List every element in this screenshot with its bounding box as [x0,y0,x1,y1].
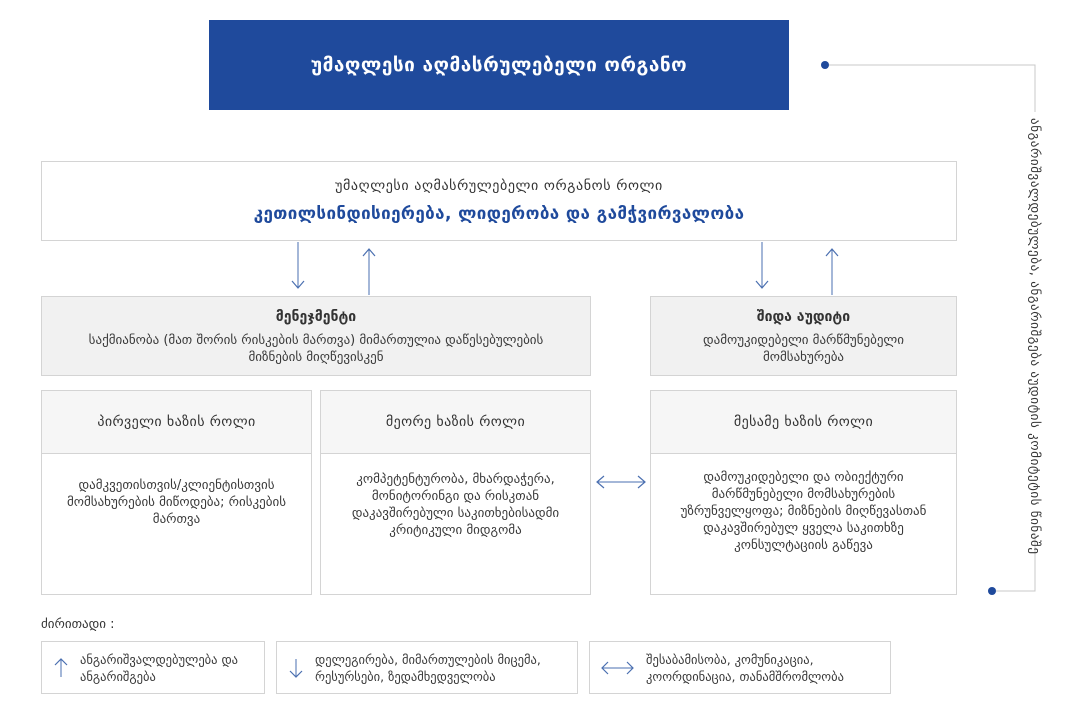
governing-body-box: უმაღლესი აღმასრულებელი ორგანო [209,20,789,110]
first-line-title: პირველი ხაზის როლი [97,414,256,430]
arrow-down-icon [289,659,303,678]
internal-audit-box: შიდა აუდიტი დამოუკიდებელი მარწმუნებელი მ… [650,296,957,376]
management-box: მენეჯმენტი საქმიანობა (მათ შორის რისკები… [41,296,591,376]
first-line-box: პირველი ხაზის როლი დამკვეთისთვის/კლიენტი… [41,390,312,595]
internal-audit-title: შიდა აუდიტი [756,309,851,325]
legend-title: ძირითადი : [41,617,115,632]
second-line-box: მეორე ხაზის როლი კომპეტენტურობა, მხარდაჭ… [320,390,591,595]
governing-body-label: უმაღლესი აღმასრულებელი ორგანო [310,54,688,76]
role-subtitle: უმაღლესი აღმასრულებელი ორგანოს როლი [335,178,663,194]
second-line-text: კომპეტენტურობა, მხარდაჭერა, მონიტორინგი … [351,472,560,538]
management-text: საქმიანობა (მათ შორის რისკების მართვა) მ… [88,333,544,365]
first-line-text: დამკვეთისთვის/კლიენტისთვის მომსახურების … [66,478,286,527]
third-line-box: მესამე ხაზის როლი დამოუკიდებელი და ობიექ… [650,390,957,595]
side-bracket [821,61,1036,595]
legend-text-accountability: ანგარიშვალდებულება და ანგარიშგება [80,652,239,684]
first-line-header: პირველი ხაზის როლი [42,391,311,454]
double-arrow-second-third [596,475,646,489]
bracket-dot-top [821,61,829,69]
internal-audit-text: დამოუკიდებელი მარწმუნებელი მომსახურება [702,333,904,365]
management-title: მენეჯმენტი [275,309,357,325]
legend-item-alignment: შესაბამისობა, კომუნიკაცია, კოორდინაცია, … [589,641,891,694]
legend-item-accountability: ანგარიშვალდებულება და ანგარიშგება [41,641,265,694]
governing-body-role-box: უმაღლესი აღმასრულებელი ორგანოს როლი კეთი… [41,161,957,241]
legend-text-alignment: შესაბამისობა, კომუნიკაცია, კოორდინაცია, … [646,652,844,684]
second-line-header: მეორე ხაზის როლი [321,391,590,454]
second-line-title: მეორე ხაზის როლი [385,414,526,430]
third-line-text: დამოუკიდებელი და ობიექტური მარწმუნებელი … [680,470,927,553]
arrow-up-icon [54,658,68,677]
side-accountability-label: ანგარიშვალდებულება, ანგარიშგება აუდიტის … [1027,118,1042,555]
arrow-down-management [291,242,305,289]
arrow-up-audit [825,248,839,295]
third-line-title: მესამე ხაზის როლი [733,414,874,430]
third-line-header: მესამე ხაზის როლი [651,391,956,454]
legend-item-delegation: დელეგირება, მიმართულების მიცემა, რესურსე… [276,641,578,694]
double-arrow-icon [601,661,634,675]
arrow-down-audit [755,242,769,289]
arrow-up-management [362,248,376,295]
role-title: კეთილსინდისიერება, ლიდერობა და გამჭვირვა… [253,204,745,224]
legend-text-delegation: დელეგირება, მიმართულების მიცემა, რესურსე… [315,652,541,684]
bracket-dot-bottom [988,587,996,595]
